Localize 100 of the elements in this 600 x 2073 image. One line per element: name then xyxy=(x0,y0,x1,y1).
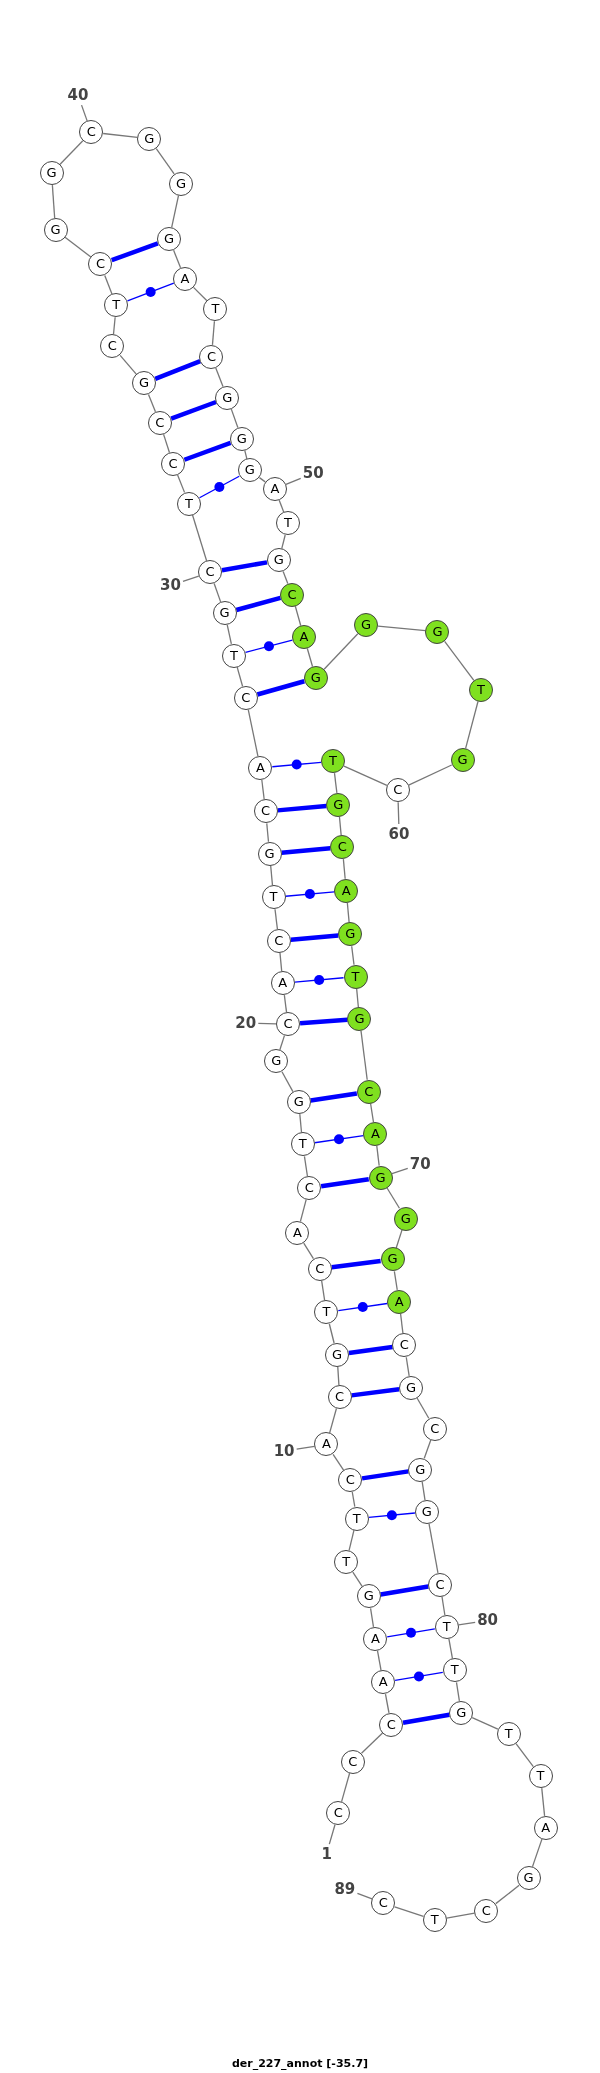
nucleotide-circle: G xyxy=(157,227,182,252)
base-pair-line xyxy=(380,1584,429,1597)
nucleotide-circle: T xyxy=(344,1506,369,1531)
nucleotide-circle: G xyxy=(326,792,351,817)
base-pair-line xyxy=(294,977,345,983)
base-pair-line xyxy=(110,241,159,263)
backbone-line xyxy=(399,1313,404,1335)
backbone-line xyxy=(343,765,388,787)
nucleotide-circle: G xyxy=(516,1865,541,1890)
nucleotide-circle: A xyxy=(363,1626,388,1651)
leader-line xyxy=(356,1892,373,1900)
backbone-line xyxy=(423,1439,432,1459)
base-pair-line xyxy=(126,282,175,302)
nucleotide-circle: C xyxy=(198,560,223,585)
base-pair-line xyxy=(271,761,322,768)
nucleotide-circle: G xyxy=(286,1090,311,1115)
backbone-line xyxy=(283,994,288,1013)
nucleotide-circle: G xyxy=(237,458,262,483)
nucleotide-circle: G xyxy=(393,1206,418,1231)
base-pair-line xyxy=(402,1712,450,1725)
nucleotide-circle: A xyxy=(285,1221,310,1246)
leader-line xyxy=(391,1167,409,1175)
nucleotide-circle: G xyxy=(229,426,254,451)
backbone-line xyxy=(428,1523,439,1574)
leader-line xyxy=(457,1621,476,1626)
nucleotide-circle: G xyxy=(368,1165,393,1190)
nucleotide-circle: A xyxy=(262,477,287,501)
nucleotide-circle: C xyxy=(385,778,410,803)
backbone-line xyxy=(416,1397,430,1419)
position-number: 30 xyxy=(160,576,181,595)
backbone-line xyxy=(104,274,113,295)
backbone-line xyxy=(51,184,56,219)
backbone-line xyxy=(59,140,84,166)
backbone-line xyxy=(215,367,224,388)
backbone-line xyxy=(352,1571,363,1588)
nucleotide-circle: C xyxy=(276,1012,301,1037)
nucleotide-circle: C xyxy=(428,1572,453,1597)
nucleotide-circle: A xyxy=(314,1432,339,1457)
nucleotide-circle: T xyxy=(321,749,346,774)
nucleotide-circle: G xyxy=(264,1049,289,1074)
nucleotide-circle: T xyxy=(469,677,494,702)
backbone-line xyxy=(386,1187,401,1209)
backbone-line xyxy=(236,666,244,687)
backbone-line xyxy=(376,1649,382,1672)
base-pair-line xyxy=(170,399,217,421)
nucleotide-circle: C xyxy=(422,1416,447,1441)
backbone-line xyxy=(384,1693,390,1714)
backbone-line xyxy=(155,147,175,175)
nucleotide-circle: C xyxy=(371,1891,396,1916)
backbone-line xyxy=(394,1906,425,1918)
backbone-line xyxy=(270,865,274,887)
position-number: 20 xyxy=(235,1013,257,1032)
nucleotide-circle: C xyxy=(356,1079,381,1104)
base-pair-line xyxy=(244,639,293,654)
leader-line xyxy=(328,1824,336,1845)
nucleotide-circle: T xyxy=(496,1721,521,1746)
backbone-line xyxy=(405,1356,410,1377)
nucleotide-circle: G xyxy=(449,1700,474,1725)
nucleotide-circle: G xyxy=(338,922,363,947)
base-pair-line xyxy=(351,1386,400,1398)
backbone-line xyxy=(172,249,182,269)
backbone-line xyxy=(376,1145,380,1167)
backbone-line xyxy=(455,1681,461,1702)
backbone-line xyxy=(64,236,92,258)
backbone-line xyxy=(351,1491,356,1508)
base-pair-line xyxy=(361,1469,409,1481)
backbone-line xyxy=(360,1030,368,1081)
backbone-line xyxy=(226,624,232,645)
backbone-line xyxy=(395,1229,403,1249)
nucleotide-circle: C xyxy=(199,344,224,369)
nucleotide-circle: C xyxy=(327,1384,352,1409)
nucleotide-circle: C xyxy=(253,799,278,824)
nucleotide-circle: A xyxy=(291,625,316,649)
backbone-line xyxy=(393,1270,398,1291)
backbone-line xyxy=(369,1102,375,1123)
nucleotide-circle: G xyxy=(43,217,68,242)
nucleotide-circle: C xyxy=(233,685,258,710)
backbone-line xyxy=(515,1742,534,1768)
backbone-line xyxy=(408,764,453,786)
nucleotide-circle: C xyxy=(379,1712,404,1737)
backbone-line xyxy=(258,476,266,483)
nucleotide-circle: A xyxy=(387,1289,412,1314)
nucleotide-circle: C xyxy=(88,252,113,277)
nucleotide-circle: A xyxy=(363,1121,388,1146)
nucleotide-circle: A xyxy=(533,1815,558,1840)
backbone-line xyxy=(119,354,137,375)
backbone-line xyxy=(192,286,208,302)
nucleotide-circle: C xyxy=(100,334,125,359)
backbone-line xyxy=(333,772,338,794)
nucleotide-circle: C xyxy=(161,451,186,476)
nucleotide-circle: G xyxy=(414,1499,439,1524)
base-pair-line xyxy=(310,1091,358,1103)
backbone-line xyxy=(531,1838,543,1868)
nucleotide-circle: C xyxy=(307,1256,332,1281)
nucleotide-circle: G xyxy=(215,385,240,410)
backbone-line xyxy=(340,1772,351,1803)
caption: der_227_annot [-35.7] xyxy=(231,2057,369,2070)
nucleotide-circle: T xyxy=(177,491,201,516)
nucleotide-circle: G xyxy=(303,665,328,690)
nucleotide-circle: A xyxy=(334,878,359,903)
